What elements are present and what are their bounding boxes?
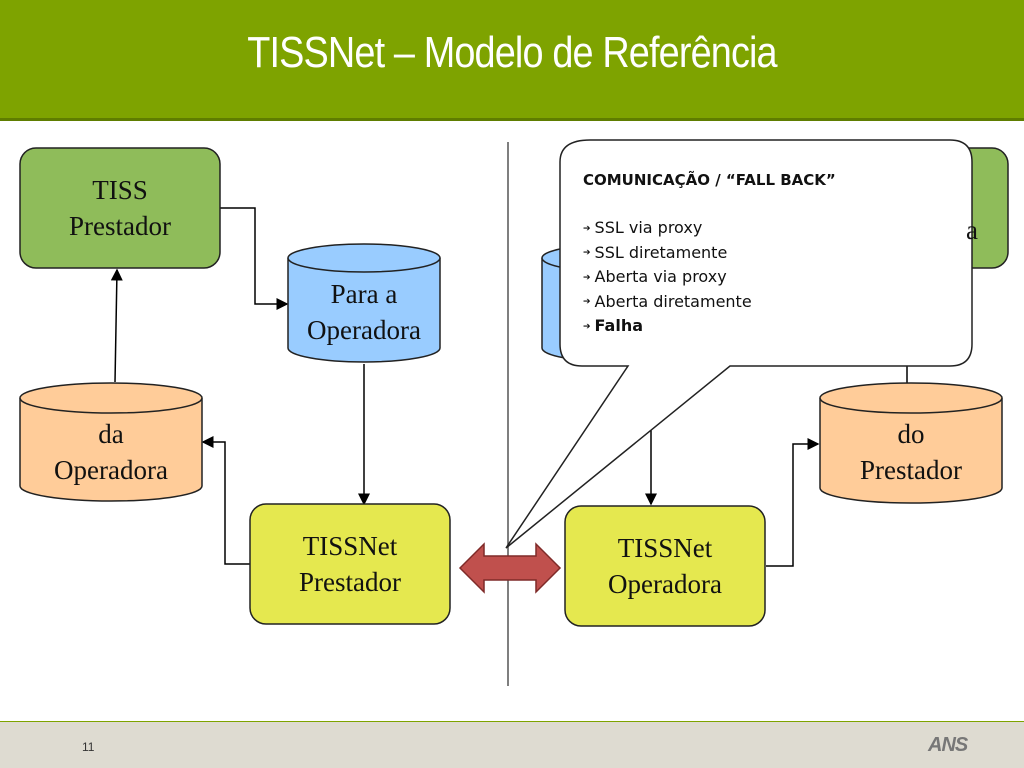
connector-da-to-tiss xyxy=(110,268,123,383)
do-prestador-line-1: do xyxy=(897,419,925,449)
tiss-prestador-box xyxy=(19,147,221,269)
header-divider xyxy=(0,118,1024,121)
arrow-right-icon: ➔ xyxy=(583,297,591,307)
callout-item-text: Aberta via proxy xyxy=(594,267,727,286)
footer-bar xyxy=(0,722,1024,768)
tissnet-operadora-label: TISSNet Operadora xyxy=(565,530,765,602)
tissnet-prestador-box xyxy=(249,503,451,625)
para-operadora-cylinder xyxy=(287,243,441,363)
arrow-right-icon: ➔ xyxy=(583,272,591,283)
arrow-right-icon: ➔ xyxy=(583,321,591,332)
double-arrow xyxy=(458,542,562,594)
callout-item-text: Falha xyxy=(594,316,644,335)
callout-bubble xyxy=(505,139,973,549)
da-operadora-label: da Operadora xyxy=(20,416,202,488)
callout-content: COMUNICAÇÃO / “FALL BACK” ➔SSL via proxy… xyxy=(583,168,836,339)
tiss-prestador-line-1: TISS xyxy=(92,175,148,205)
header-bar xyxy=(0,0,1024,118)
para-operadora-line-1: Para a xyxy=(330,279,398,309)
tiss-prestador-label: TISS Prestador xyxy=(20,172,220,244)
callout-item: ➔Falha xyxy=(583,314,836,339)
callout-item-text: Aberta diretamente xyxy=(594,291,752,311)
callout-item: ➔Aberta diretamente xyxy=(583,290,836,315)
tiss-prestador-line-2: Prestador xyxy=(69,211,171,241)
connector-tissnet-to-do xyxy=(766,438,820,567)
tissnet-prestador-line-1: TISSNet xyxy=(302,531,398,561)
slide-title: TISSNet – Modelo de Referência xyxy=(247,28,777,77)
tissnet-operadora-line-2: Operadora xyxy=(608,569,722,599)
tiss-operadora-partial-label: a xyxy=(966,215,978,245)
do-prestador-label: do Prestador xyxy=(820,416,1002,488)
callout-item: ➔SSL via proxy xyxy=(583,216,836,241)
tissnet-prestador-label: TISSNet Prestador xyxy=(250,528,450,600)
ans-logo: ANS xyxy=(928,734,968,756)
do-prestador-cylinder xyxy=(819,382,1003,504)
para-operadora-line-2: Operadora xyxy=(307,315,421,345)
arrow-right-icon: ➔ xyxy=(583,223,591,234)
da-operadora-line-1: da xyxy=(98,419,124,449)
da-operadora-cylinder xyxy=(19,382,203,502)
page-number: 11 xyxy=(82,740,95,754)
do-prestador-line-2: Prestador xyxy=(860,455,962,485)
callout-item: ➔SSL diretamente xyxy=(583,241,836,266)
da-operadora-line-2: Operadora xyxy=(54,455,168,485)
callout-title: COMUNICAÇÃO / “FALL BACK” xyxy=(583,171,836,189)
arrow-right-icon: ➔ xyxy=(583,248,591,258)
callout-item: ➔Aberta via proxy xyxy=(583,265,836,290)
callout-item-text: SSL diretamente xyxy=(594,242,728,262)
tissnet-operadora-box xyxy=(564,505,766,627)
callout-item-text: SSL via proxy xyxy=(594,218,703,237)
connector-tiss-to-para xyxy=(220,207,289,310)
para-operadora-label: Para a Operadora xyxy=(288,276,440,348)
tissnet-operadora-line-1: TISSNet xyxy=(617,533,713,563)
tissnet-prestador-line-2: Prestador xyxy=(299,567,401,597)
connector-tissnet-to-da xyxy=(201,436,250,565)
